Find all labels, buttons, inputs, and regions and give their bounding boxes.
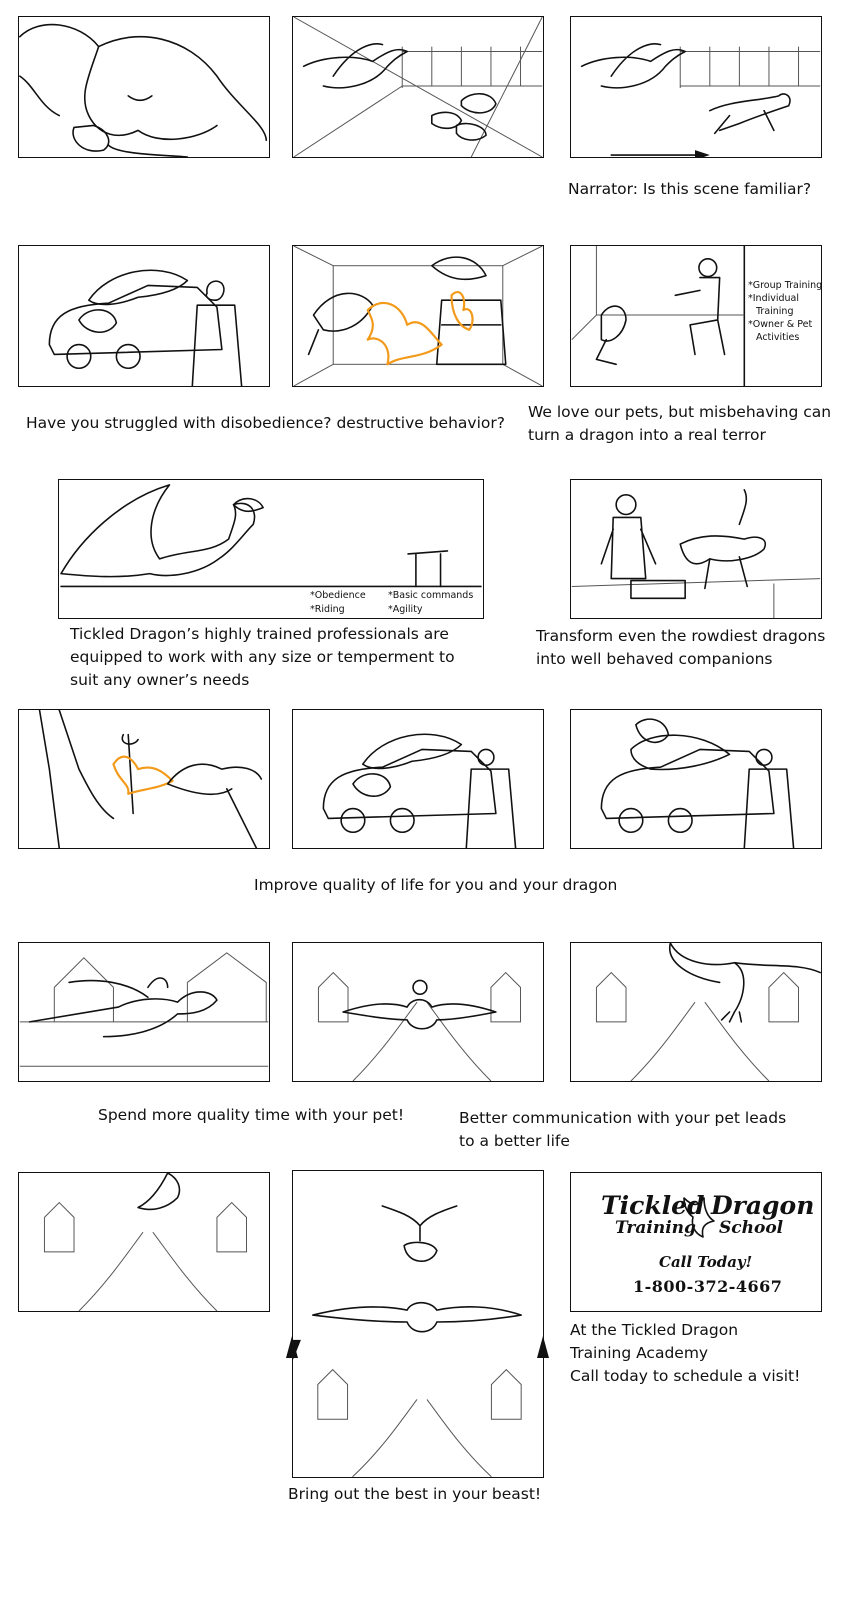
panel-wing-over-street (18, 1172, 270, 1312)
panel-dragon-claws (570, 942, 822, 1082)
house-icon (43, 1173, 248, 1311)
dragon-icon (293, 1205, 522, 1477)
caption-transform-1: Transform even the rowdiest dragons (536, 627, 826, 645)
panel-dragon-on-car (18, 245, 270, 387)
caption-comm-2: to a better life (459, 1132, 570, 1150)
training-list-individual-2: Training (756, 306, 794, 317)
caption-quality: Improve quality of life for you and your… (254, 876, 618, 894)
dragon-icon (683, 1197, 715, 1238)
caption-pros-1: Tickled Dragon’s highly trained professi… (70, 625, 449, 643)
arrow-icon (695, 150, 710, 157)
car-icon (48, 269, 243, 386)
panel-dragon-chases-dogs (292, 16, 544, 158)
dragon-icon (317, 971, 522, 1081)
panel-dragons-fire-room (292, 245, 544, 387)
caption-pros-3: suit any owner’s needs (70, 671, 250, 689)
logo-word-tickled: Tickled (601, 1191, 705, 1220)
service-riding: *Riding (310, 604, 345, 615)
training-list-owner: *Owner & Pet (748, 319, 813, 330)
dragon-icon (293, 17, 543, 157)
logo-word-school: School (719, 1218, 784, 1238)
panel-dragon-flying-street (292, 942, 544, 1082)
car-icon (600, 718, 795, 848)
caption-academy-2: Training Academy (570, 1344, 709, 1362)
panel-dragon-takeoff (292, 1170, 544, 1478)
caption-pros-2: equipped to work with any size or temper… (70, 648, 455, 666)
service-basic: *Basic commands (388, 590, 474, 601)
service-agility: *Agility (388, 604, 423, 615)
panel-trainer-dragon (570, 245, 822, 387)
arrow-icon (537, 1336, 549, 1358)
car-icon (322, 733, 517, 848)
dragon-icon (571, 489, 821, 618)
panel-dragon-car-hug (570, 709, 822, 849)
logo-word-dragon: Dragon (711, 1191, 815, 1220)
caption-academy-3: Call today to schedule a visit! (570, 1367, 801, 1385)
training-list-individual: *Individual (748, 293, 800, 304)
caption-love-2: turn a dragon into a real terror (528, 426, 766, 444)
panel-dragon-ride-houses (18, 942, 270, 1082)
dragon-icon (595, 943, 821, 1081)
fire-icon (38, 710, 263, 848)
logo-phone: 1-800-372-4667 (633, 1277, 783, 1296)
fire-icon (293, 246, 543, 386)
person-icon (571, 246, 746, 386)
training-list-owner-2: Activities (756, 332, 800, 343)
caption-time: Spend more quality time with your pet! (98, 1106, 405, 1124)
person-icon (205, 280, 225, 302)
caption-comm-1: Better communication with your pet leads (459, 1109, 787, 1127)
panel-sleeping-dog (18, 16, 270, 158)
caption-narrator: Narrator: Is this scene familiar? (568, 180, 812, 198)
caption-struggle: Have you struggled with disobedience? de… (26, 414, 505, 432)
panel-dragon-roasting (18, 709, 270, 849)
house-icon (19, 952, 269, 1067)
dragon-icon (580, 43, 821, 157)
panel-dragon-car-calm (292, 709, 544, 849)
caption-love-1: We love our pets, but misbehaving can (528, 403, 832, 421)
caption-academy-1: At the Tickled Dragon (570, 1321, 739, 1339)
panel-dragon-chases-dog (570, 16, 822, 158)
panel-logo: Tickled Dragon Training School Call Toda… (570, 1172, 822, 1312)
panel-agility-course (58, 479, 484, 619)
dragon-icon (60, 484, 482, 588)
caption-best: Bring out the best in your beast! (288, 1485, 542, 1503)
service-obedience: *Obedience (310, 590, 366, 601)
training-list-group: *Group Training (748, 280, 823, 291)
logo-call-today: Call Today! (659, 1253, 753, 1271)
dog-icon (19, 23, 268, 157)
panel-feeding-dragon (570, 479, 822, 619)
caption-transform-2: into well behaved companions (536, 650, 773, 668)
arrow-icon (286, 1336, 298, 1358)
logo-word-training: Training (615, 1218, 696, 1238)
